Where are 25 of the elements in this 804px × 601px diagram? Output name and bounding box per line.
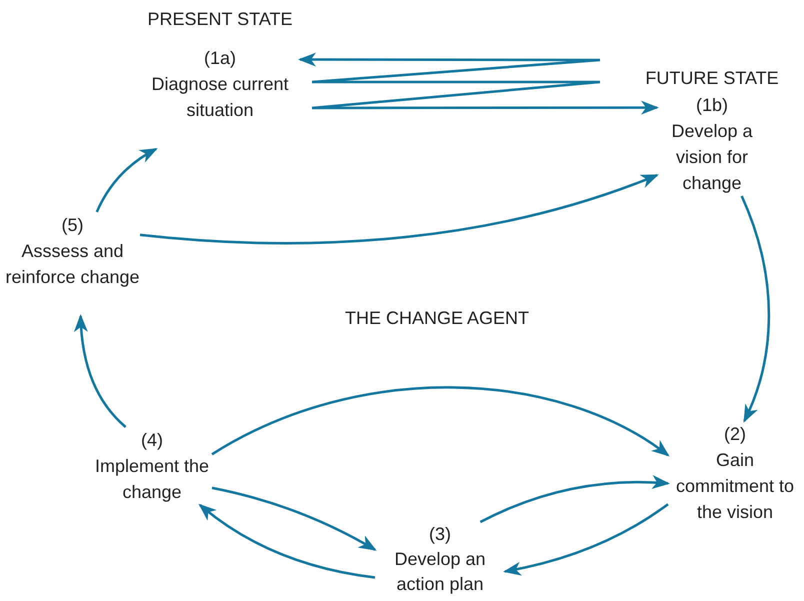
step-label: Develop a vision for change: [670, 120, 754, 195]
step-label: Diagnose current situation: [150, 73, 290, 122]
step-label: Gain commitment to the vision: [674, 449, 796, 524]
section-heading: FUTURE STATE: [645, 67, 779, 89]
curved-arrow: [96, 148, 158, 213]
zigzag-arrow: [298, 52, 659, 115]
curved-arrow: [740, 196, 770, 423]
step-number: (2): [723, 423, 747, 446]
step-number: (1a): [202, 47, 237, 70]
curved-arrow: [140, 174, 659, 244]
step-label: Implement the change: [94, 455, 210, 504]
curved-arrow: [503, 503, 669, 576]
curved-arrow: [211, 386, 670, 456]
section-heading: PRESENT STATE: [147, 8, 293, 30]
section-heading: THE CHANGE AGENT: [344, 307, 530, 329]
step-label: Develop an action plan: [393, 548, 487, 596]
step-number: (3): [428, 523, 452, 546]
step-number: (1b): [694, 94, 729, 117]
step-number: (5): [60, 214, 84, 237]
step-label: Asssess and reinforce change: [5, 240, 140, 289]
curved-arrow: [212, 486, 377, 551]
curved-arrow: [480, 475, 670, 524]
step-number: (4): [140, 429, 164, 452]
curved-arrow: [74, 314, 126, 428]
curved-arrow: [198, 504, 376, 579]
